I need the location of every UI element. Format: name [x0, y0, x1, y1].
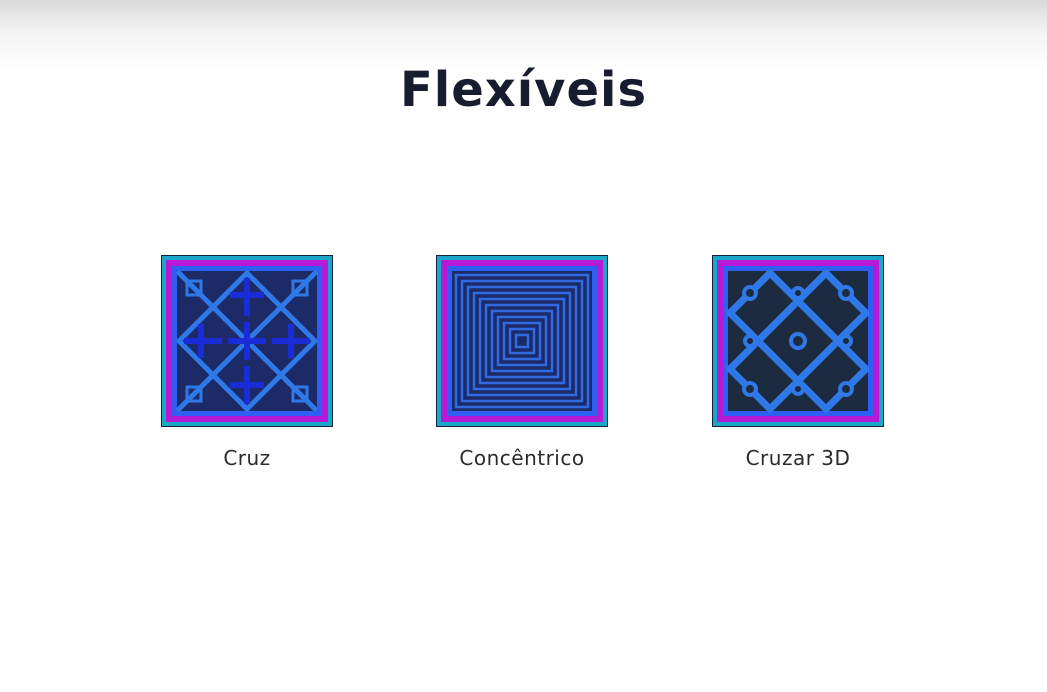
top-shade — [0, 0, 1047, 70]
cross-3d-infill-pattern-icon — [712, 255, 884, 427]
pattern-label-cross-3d: Cruzar 3D — [745, 446, 851, 470]
page-title: Flexíveis — [399, 62, 648, 118]
cross-infill-pattern-icon — [161, 255, 333, 427]
concentric-infill-pattern-icon — [436, 255, 608, 427]
pattern-label-concentric: Concêntrico — [459, 446, 585, 470]
pattern-label-cross: Cruz — [223, 446, 271, 470]
